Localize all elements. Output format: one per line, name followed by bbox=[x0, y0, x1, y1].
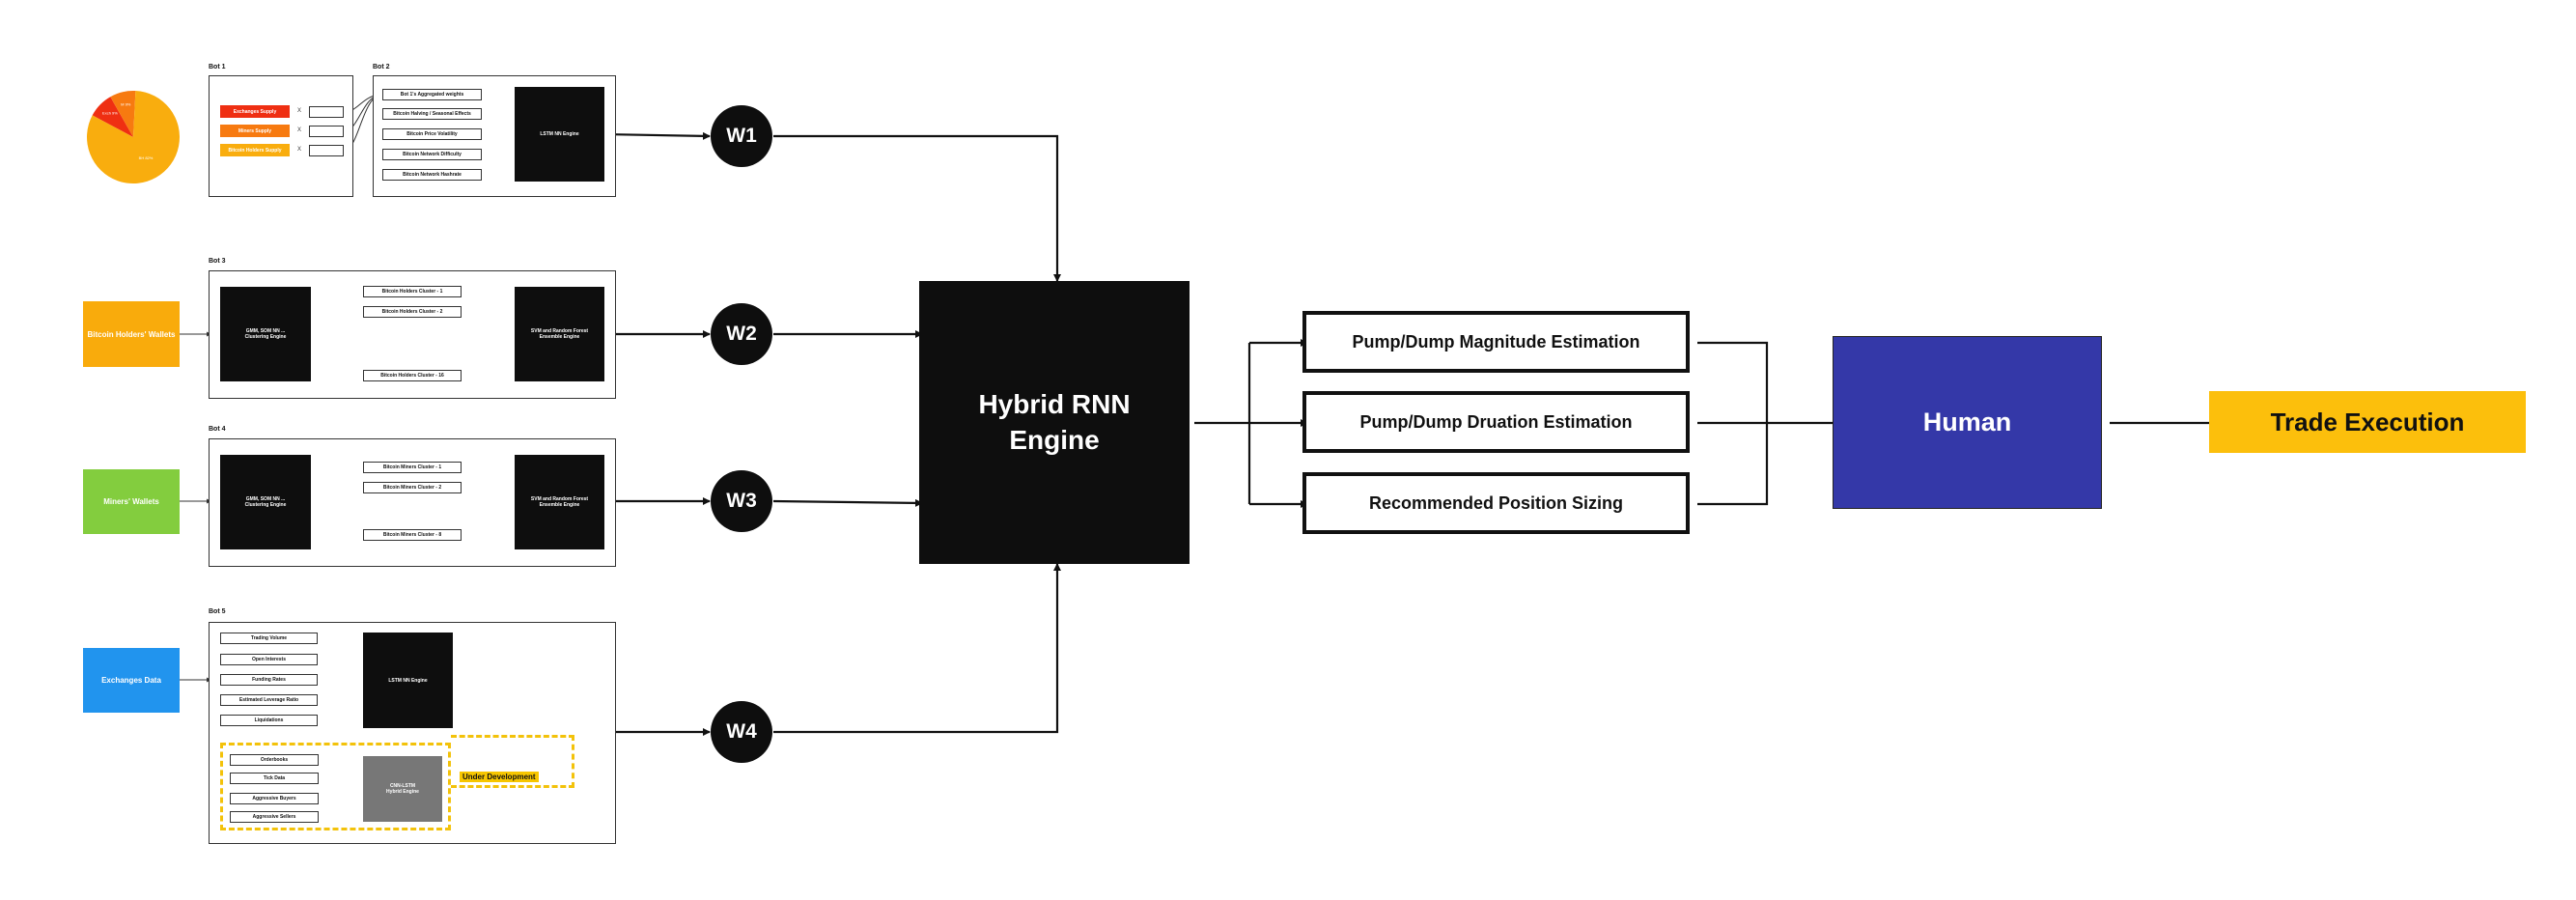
bot3-ensemble-engine: SVM and Random Forest Ensemble Engine bbox=[515, 287, 604, 381]
bot2-input: Bitcoin Network Difficulty bbox=[382, 149, 482, 160]
exchanges-supply-tag: Exchanges Supply bbox=[220, 105, 290, 118]
bot4-label: Bot 4 bbox=[209, 426, 226, 433]
bot4-cluster: Bitcoin Miners Cluster - 8 bbox=[363, 529, 462, 541]
source-miners-wallets: Miners' Wallets bbox=[83, 469, 180, 534]
under-development-frame-ext bbox=[451, 735, 574, 788]
wire-w1-hybrid bbox=[773, 134, 1061, 282]
bot5-input: Open Interests bbox=[220, 654, 318, 665]
bot3-cluster: Bitcoin Holders Cluster - 1 bbox=[363, 286, 462, 297]
weight-input-box bbox=[309, 106, 344, 118]
source-exchanges-data: Exchanges Data bbox=[83, 648, 180, 713]
holders-supply-tag: Bitcoin Holders Supply bbox=[220, 144, 290, 156]
under-development-label: Under Development bbox=[460, 772, 539, 782]
weight-w4: W4 bbox=[711, 701, 772, 763]
under-development-frame bbox=[220, 743, 451, 830]
bot3-clustering-engine: GMM, SOM NN ... Clustering Engine bbox=[220, 287, 311, 381]
bot5-input: Funding Rates bbox=[220, 674, 318, 686]
output-duration-estimation: Pump/Dump Druation Estimation bbox=[1302, 391, 1690, 453]
trade-execution-node: Trade Execution bbox=[2209, 391, 2526, 453]
weight-input-box bbox=[309, 145, 344, 156]
wire-w4-hybrid bbox=[773, 563, 1061, 734]
weight-w1: W1 bbox=[711, 105, 772, 167]
output-magnitude-estimation: Pump/Dump Magnitude Estimation bbox=[1302, 311, 1690, 373]
output-position-sizing: Recommended Position Sizing bbox=[1302, 472, 1690, 534]
pie-slice bbox=[87, 91, 180, 183]
wire-bot2-w1 bbox=[603, 131, 711, 140]
bot5-input: Trading Volume bbox=[220, 633, 318, 644]
bot5-lstm-engine: LSTM NN Engine bbox=[363, 633, 453, 728]
weight-input-box bbox=[309, 126, 344, 137]
pie-slice-label: BH 82% bbox=[139, 155, 154, 160]
bot2-input: Bot 1's Aggregated weights bbox=[382, 89, 482, 100]
human-node: Human bbox=[1833, 336, 2102, 509]
bot3-cluster: Bitcoin Holders Cluster - 2 bbox=[363, 306, 462, 318]
cnn-lstm-engine: CNN-LSTM Hybrid Engine bbox=[363, 756, 442, 822]
bot4-cluster: Bitcoin Miners Cluster - 1 bbox=[363, 462, 462, 473]
bot4-cluster: Bitcoin Miners Cluster - 2 bbox=[363, 482, 462, 493]
bot4-ensemble-engine: SVM and Random Forest Ensemble Engine bbox=[515, 455, 604, 549]
pie-slice bbox=[110, 91, 136, 137]
source-holders-wallets: Bitcoin Holders' Wallets bbox=[83, 301, 180, 367]
bot2-lstm-engine: LSTM NN Engine bbox=[515, 87, 604, 182]
bot5-label: Bot 5 bbox=[209, 608, 226, 615]
hybrid-rnn-engine: Hybrid RNN Engine bbox=[919, 281, 1190, 564]
bot2-input: Bitcoin Halving / Seasonal Effects bbox=[382, 108, 482, 120]
bot4-clustering-engine: GMM, SOM NN ... Clustering Engine bbox=[220, 455, 311, 549]
bot2-label: Bot 2 bbox=[373, 64, 390, 70]
pie-slice-label: Exch 9% bbox=[102, 111, 118, 116]
weight-w3: W3 bbox=[711, 470, 772, 532]
bot3-cluster: Bitcoin Holders Cluster - 16 bbox=[363, 370, 462, 381]
dev-input: Aggressive Sellers bbox=[230, 811, 319, 823]
bot2-input: Bitcoin Price Volatility bbox=[382, 128, 482, 140]
bot2-input: Bitcoin Network Hashrate bbox=[382, 169, 482, 181]
miners-supply-tag: Miners Supply bbox=[220, 125, 290, 137]
dev-input: Aggressive Buyers bbox=[230, 793, 319, 804]
wire-w3-hybrid bbox=[772, 498, 923, 507]
bot5-input: Liquidations bbox=[220, 715, 318, 726]
pie-slice-label: M 9% bbox=[121, 101, 131, 106]
bot3-label: Bot 3 bbox=[209, 258, 226, 265]
multiply-mark: X bbox=[297, 127, 302, 133]
multiply-mark: X bbox=[297, 147, 302, 153]
supply-pie-chart: Exch 9%M 9% BH 82% bbox=[87, 91, 180, 183]
weight-w2: W2 bbox=[711, 303, 772, 365]
bot5-input: Estimated Leverage Ratio bbox=[220, 694, 318, 706]
dev-input: Orderbooks bbox=[230, 754, 319, 766]
pie-slice bbox=[92, 97, 133, 137]
multiply-mark: X bbox=[297, 108, 302, 114]
dev-input: Tick Data bbox=[230, 773, 319, 784]
bot1-label: Bot 1 bbox=[209, 64, 226, 70]
